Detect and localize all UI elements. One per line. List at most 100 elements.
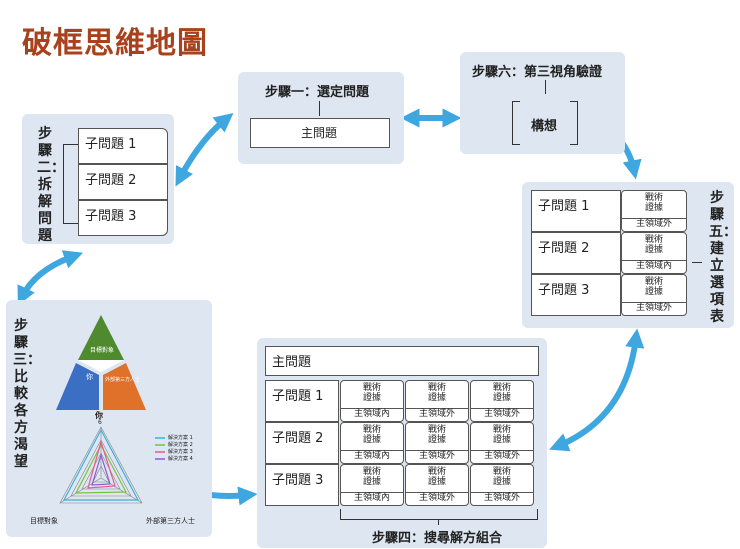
step4-option-r1-c2: 戰術證據主領域外 (405, 380, 469, 422)
radar-legend-4: 解決方案 4 (168, 456, 193, 462)
step5-sub-2: 子問題 2 (531, 232, 621, 274)
step5-sub-1-text: 子問題 1 (538, 199, 590, 214)
radar-axis-left: 目標對象 (30, 517, 58, 525)
step4-option-domain: 主領域外 (471, 492, 533, 505)
step4-main-problem: 主問題 (272, 355, 312, 370)
step4-option-r2-c1: 戰術證據主領域內 (340, 422, 404, 464)
arrow-step1-step2 (175, 112, 234, 187)
step4-option-tactic: 戰術 (492, 425, 511, 435)
step4-option-evidence: 證據 (427, 435, 446, 445)
step4-option-tactic: 戰術 (427, 383, 446, 393)
step6-connector (545, 80, 546, 94)
step5-option-3-domain: 主領域外 (622, 302, 686, 315)
triangle-right-segment (103, 363, 146, 410)
radar-legend-3: 解決方案 3 (168, 449, 193, 455)
step5-option-2-evidence: 證據 (644, 245, 663, 255)
step4-option-evidence: 證據 (427, 393, 446, 403)
step4-option-domain: 主領域內 (341, 492, 403, 505)
step5-option-1-evidence: 證據 (644, 203, 663, 213)
step6-bracket-bot-r (570, 144, 578, 145)
step5-sub-2-text: 子問題 2 (538, 241, 590, 256)
step4-option-evidence: 證據 (492, 435, 511, 445)
radar-grid (59, 426, 143, 504)
step5-option-2-domain: 主領域內 (622, 260, 686, 273)
step4-label: 步驟四：搜尋解方組合 (372, 531, 503, 546)
step4-option-r3-c1: 戰術證據主領域內 (340, 464, 404, 506)
step4-connector (438, 519, 439, 525)
step5-option-1: 戰術 證據 主領域外 (621, 190, 687, 232)
radar-series-1 (63, 428, 139, 501)
step4-bracket (340, 509, 538, 520)
step2-sub-3: 子問題 3 (78, 200, 168, 236)
step2-sub-1-text: 子問題 1 (85, 137, 137, 152)
step4-option-domain: 主領域外 (471, 408, 533, 421)
step5-sub-3-text: 子問題 3 (538, 283, 590, 298)
step4-option-r3-c3: 戰術證據主領域外 (470, 464, 534, 506)
step4-option-domain: 主領域內 (341, 408, 403, 421)
step2-bracket (63, 144, 78, 224)
step6-panel (460, 52, 625, 154)
step5-connector (692, 262, 702, 263)
radar-series-3 (87, 439, 116, 489)
arrow-step5-step4 (549, 328, 645, 452)
triangle-left-label: 你 (86, 373, 93, 381)
page-title: 破框思維地圖 (22, 26, 208, 61)
step4-option-evidence: 證據 (362, 393, 381, 403)
step4-sub-1: 子問題 1 (265, 380, 339, 422)
step4-sub-2-text: 子問題 2 (272, 431, 324, 446)
radar-axis-top: 你 (95, 411, 103, 420)
step6-label: 步驟六：第三視角驗證 (472, 65, 603, 80)
step4-option-tactic: 戰術 (492, 467, 511, 477)
triangle-top-segment (78, 315, 124, 360)
step5-option-3-tactic: 戰術 (644, 277, 663, 287)
step4-option-evidence: 證據 (492, 477, 511, 487)
step2-sub-2: 子問題 2 (78, 164, 168, 200)
triangle-left-segment (56, 363, 99, 410)
step4-option-domain: 主領域外 (406, 408, 468, 421)
step5-option-1-tactic: 戰術 (644, 193, 663, 203)
step4-option-tactic: 戰術 (427, 425, 446, 435)
step4-option-tactic: 戰術 (362, 425, 381, 435)
step4-option-r2-c3: 戰術證據主領域外 (470, 422, 534, 464)
step5-option-3: 戰術 證據 主領域外 (621, 274, 687, 316)
step1-connector (319, 101, 320, 116)
step4-option-evidence: 證據 (362, 435, 381, 445)
step2-sub-1: 子問題 1 (78, 128, 168, 164)
step4-option-evidence: 證據 (362, 477, 381, 487)
step5-sub-1: 子問題 1 (531, 190, 621, 232)
step4-option-r2-c2: 戰術證據主領域外 (405, 422, 469, 464)
step6-bracket-top (512, 101, 520, 102)
step4-option-tactic: 戰術 (362, 383, 381, 393)
step4-option-domain: 主領域內 (341, 450, 403, 463)
arrow-step2-step3 (17, 250, 84, 306)
step4-option-evidence: 證據 (492, 393, 511, 403)
triangle-top-label: 目標對象 (90, 347, 115, 354)
step4-option-tactic: 戰術 (492, 383, 511, 393)
triangle-right-label: 外部第三方人士 (105, 377, 141, 383)
step6-bracket-bot (512, 144, 520, 145)
step4-sub-3: 子問題 3 (265, 464, 339, 506)
step1-main-problem-box (250, 118, 390, 148)
step4-option-r1-c3: 戰術證據主領域外 (470, 380, 534, 422)
step2-sub-3-text: 子問題 3 (85, 209, 137, 224)
radar-axis-right: 外部第三方人士 (146, 517, 195, 525)
step4-option-domain: 主領域外 (406, 450, 468, 463)
step4-option-tactic: 戰術 (362, 467, 381, 477)
step6-concept: 構想 (531, 119, 558, 134)
step4-option-evidence: 證據 (427, 477, 446, 487)
step6-bracket-top-r (570, 101, 578, 102)
step5-option-1-domain: 主領域外 (622, 218, 686, 231)
step4-main-problem-box (265, 346, 539, 376)
step4-option-tactic: 戰術 (427, 467, 446, 477)
step5-option-2-tactic: 戰術 (644, 235, 663, 245)
step4-option-r3-c2: 戰術證據主領域外 (405, 464, 469, 506)
radar-series-2 (75, 443, 127, 494)
radar-tick: 6 (98, 419, 102, 426)
radar-legend-1: 解決方案 1 (168, 435, 193, 441)
step5-sub-3: 子問題 3 (531, 274, 621, 316)
step4-option-domain: 主領域外 (471, 450, 533, 463)
step6-concept-box (512, 101, 578, 145)
step4-sub-1-text: 子問題 1 (272, 389, 324, 404)
